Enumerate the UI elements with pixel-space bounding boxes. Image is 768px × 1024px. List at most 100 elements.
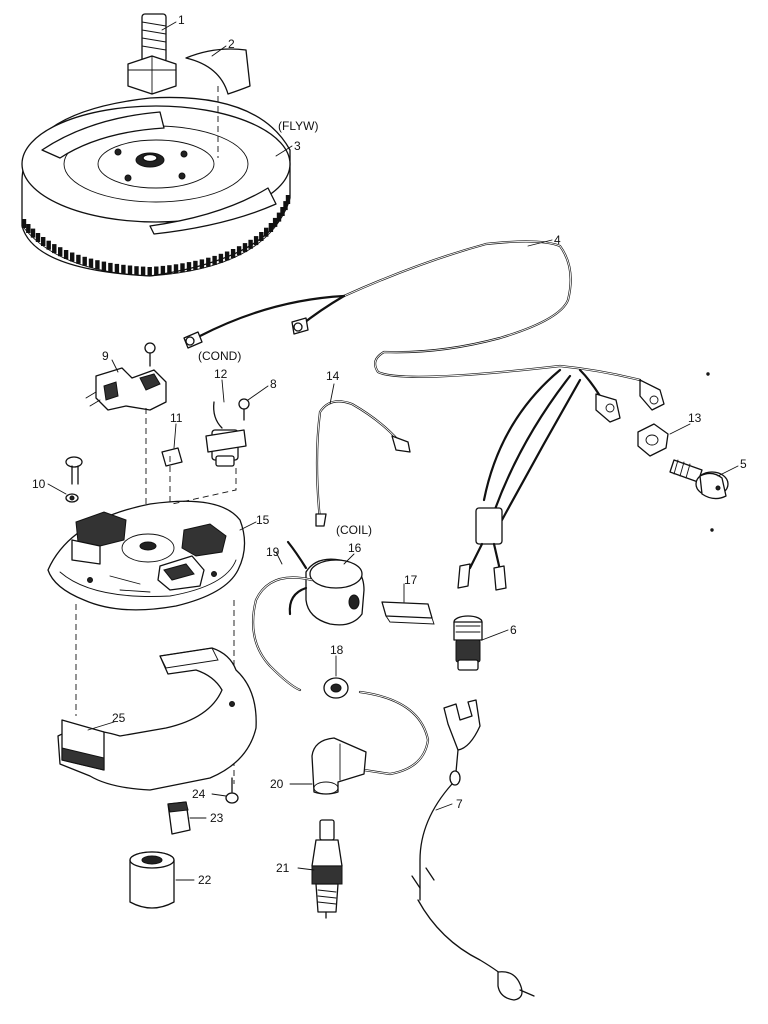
callout-11: 11 — [170, 411, 183, 425]
gear-tooth — [264, 227, 269, 237]
callout-5: 5 — [740, 457, 747, 471]
gear-tooth — [283, 201, 288, 211]
gear-tooth — [193, 260, 198, 270]
gear-tooth — [21, 219, 27, 228]
part-4-wiring-harness — [183, 240, 665, 591]
gear-tooth — [224, 251, 230, 261]
gear-tooth — [236, 246, 242, 256]
part-24-screw — [225, 777, 239, 804]
callout-1: 1 — [178, 13, 185, 27]
gear-tooth — [218, 253, 224, 263]
callout-14: 14 — [326, 369, 340, 383]
gear-tooth — [88, 258, 94, 268]
gear-tooth — [140, 266, 146, 276]
gear-tooth — [248, 239, 253, 249]
gear-tooth — [272, 217, 278, 227]
gear-tooth — [230, 249, 236, 258]
gear-tooth — [76, 254, 81, 264]
callout-6: 6 — [510, 623, 517, 637]
gear-tooth — [154, 266, 159, 276]
callout-20: 20 — [270, 777, 284, 791]
part-2-shim — [185, 48, 251, 95]
gear-tooth — [58, 247, 63, 257]
part-25-armature-plate — [57, 647, 257, 791]
callout-2: 2 — [228, 37, 235, 51]
part-8-screw — [238, 398, 250, 421]
callout-19: 19 — [266, 545, 280, 559]
gear-tooth — [173, 264, 179, 274]
tag-flywheel: (FLYW) — [278, 119, 318, 133]
callout-22: 22 — [198, 873, 212, 887]
callout-16: 16 — [348, 541, 362, 555]
gear-tooth — [259, 232, 264, 241]
gear-tooth — [253, 236, 259, 246]
callout-13: 13 — [688, 411, 702, 425]
callout-numbers: 1 2 3 4 5 6 7 8 9 10 11 12 13 14 15 16 1… — [32, 13, 747, 887]
callout-3: 3 — [294, 139, 301, 153]
part-16-ignition-coil — [288, 558, 365, 626]
gear-tooth — [35, 233, 41, 242]
callout-24: 24 — [192, 787, 206, 801]
part-1-flywheel-nut — [127, 13, 177, 95]
part-10-screws — [65, 456, 83, 503]
gear-tooth — [114, 263, 120, 273]
gear-tooth — [95, 260, 100, 270]
gear-tooth — [121, 264, 126, 274]
gear-tooth — [212, 255, 217, 265]
callout-4: 4 — [554, 233, 561, 247]
tag-condenser: (COND) — [198, 349, 241, 363]
callout-15: 15 — [256, 513, 270, 527]
gear-tooth — [70, 252, 75, 262]
gear-tooth — [52, 244, 57, 254]
gear-tooth — [280, 207, 285, 216]
gear-tooth — [268, 223, 274, 232]
part-23-felt — [167, 801, 191, 835]
callout-21: 21 — [276, 861, 290, 875]
gear-tooth — [160, 265, 166, 275]
part-17-pad — [381, 601, 435, 625]
callout-25: 25 — [112, 711, 126, 725]
callout-18: 18 — [330, 643, 344, 657]
part-20-plug-boot — [311, 737, 367, 795]
gear-tooth — [30, 228, 36, 238]
part-15-stator-plate — [47, 500, 246, 611]
gear-tooth — [167, 265, 172, 275]
part-3-flywheel — [21, 96, 291, 277]
gear-tooth — [82, 256, 87, 266]
part-7-lanyard — [411, 699, 535, 1001]
gear-tooth — [46, 240, 51, 250]
gear-tooth — [26, 224, 31, 233]
callout-8: 8 — [270, 377, 277, 391]
gear-tooth — [242, 243, 248, 253]
flywheel-ring-gear-teeth — [21, 195, 291, 276]
part-22-bushing — [129, 851, 175, 909]
callout-23: 23 — [210, 811, 224, 825]
callout-9: 9 — [102, 349, 109, 363]
callout-leader-lines — [47, 21, 739, 881]
gear-tooth — [127, 265, 133, 275]
gear-tooth — [63, 250, 69, 259]
gear-tooth — [186, 262, 192, 272]
gear-tooth — [206, 257, 211, 267]
part-14-ground-wire — [315, 400, 411, 527]
gear-tooth — [41, 237, 46, 246]
part-5-screw — [669, 459, 729, 500]
gear-tooth — [180, 263, 185, 273]
gear-tooth — [134, 266, 139, 276]
gear-tooth — [276, 212, 282, 222]
gear-tooth — [101, 261, 107, 271]
gear-tooth — [199, 259, 205, 269]
part-11-felt — [161, 447, 183, 467]
part-6-stop-switch — [453, 615, 483, 671]
part-21-spark-plug — [311, 819, 343, 919]
gear-tooth — [108, 262, 113, 272]
gear-tooth — [285, 195, 291, 204]
callout-7: 7 — [456, 797, 463, 811]
callout-12: 12 — [214, 367, 228, 381]
part-12-condenser — [205, 401, 247, 467]
part-19-ht-lead — [252, 540, 430, 776]
callout-10: 10 — [32, 477, 46, 491]
part-13-nut — [637, 423, 669, 457]
part-9-breaker-points — [85, 342, 167, 411]
